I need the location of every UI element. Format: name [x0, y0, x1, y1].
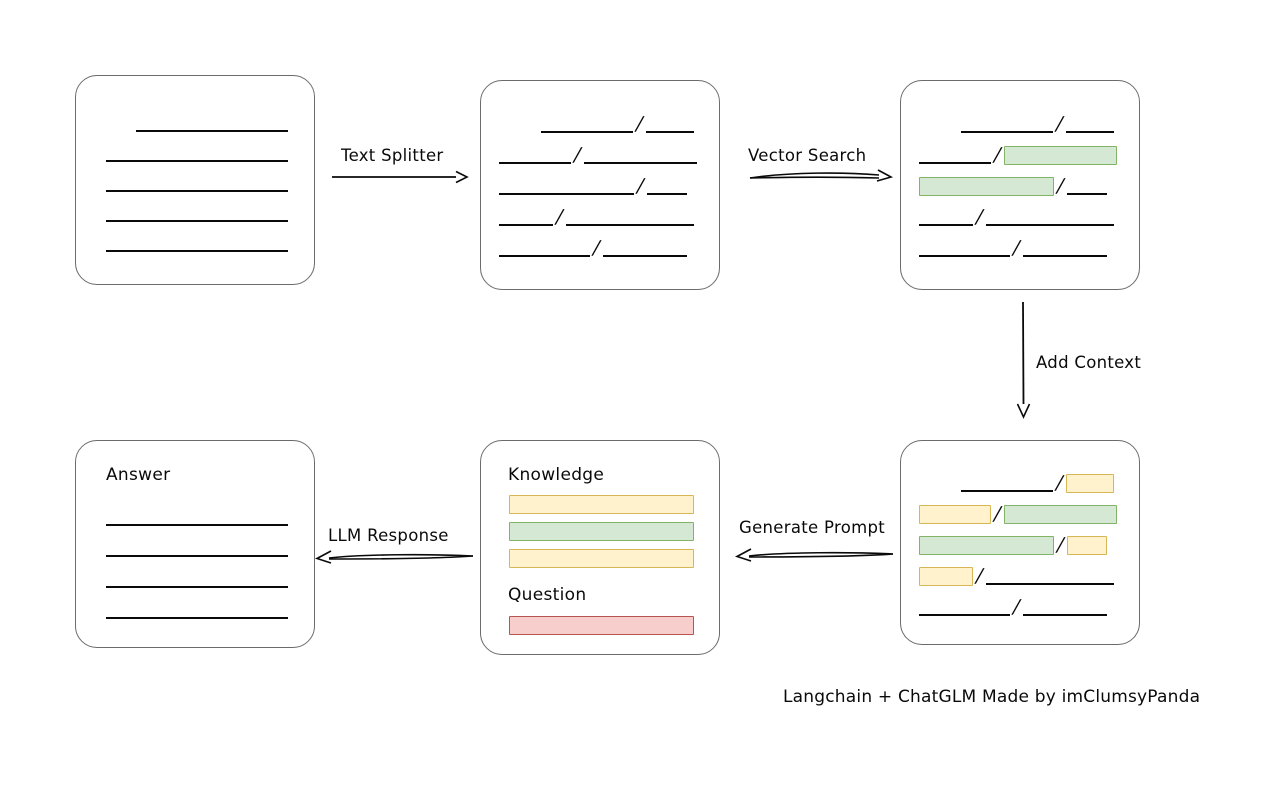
text-rule	[1067, 177, 1107, 195]
prompt-bar-yellow	[509, 495, 694, 514]
document-line: /	[919, 534, 1139, 556]
text-rule	[106, 570, 288, 588]
answer-label: Answer	[106, 465, 171, 485]
matched-chunks-box: / / / / /	[900, 80, 1140, 290]
text-rule	[106, 508, 288, 526]
text-rule	[106, 539, 288, 557]
document-line: /	[919, 565, 1139, 587]
split-chunks-box: / / / / /	[480, 80, 720, 290]
arrow-generate-prompt	[734, 548, 894, 562]
text-rule	[1023, 598, 1107, 616]
document-line: /	[919, 113, 1139, 135]
document-line: /	[499, 206, 719, 228]
text-rule	[919, 146, 991, 164]
document-line	[106, 204, 314, 222]
document-line: /	[919, 237, 1139, 259]
highlight-chip-yellow	[1067, 535, 1107, 555]
prompt-bar-yellow	[509, 549, 694, 568]
highlight-chip-green	[1004, 145, 1117, 165]
text-rule	[499, 146, 571, 164]
text-rule	[919, 208, 973, 226]
document-line	[106, 570, 314, 588]
text-rule	[986, 567, 1114, 585]
text-rule	[499, 177, 634, 195]
highlight-chip-yellow	[919, 566, 973, 586]
text-rule	[499, 208, 553, 226]
indent-spacer	[919, 474, 961, 492]
text-rule	[584, 146, 697, 164]
highlight-chip-green	[1004, 504, 1117, 524]
edge-label-text-splitter: Text Splitter	[341, 146, 444, 165]
prompt-bar-red	[509, 616, 694, 635]
document-line: /	[919, 144, 1139, 166]
document-line	[106, 508, 314, 526]
document-line: /	[919, 503, 1139, 525]
text-rule	[919, 598, 1010, 616]
edge-label-generate-prompt: Generate Prompt	[739, 518, 885, 537]
context-chunks-box: / / / / /	[900, 440, 1140, 645]
document-line	[106, 144, 314, 162]
text-rule	[106, 234, 288, 252]
document-line: /	[499, 175, 719, 197]
document-line: /	[919, 206, 1139, 228]
highlight-chip-green	[919, 176, 1054, 196]
indent-spacer	[106, 114, 136, 132]
text-rule	[136, 114, 288, 132]
text-rule	[106, 174, 288, 192]
text-rule	[1023, 239, 1107, 257]
text-rule	[499, 239, 590, 257]
text-rule	[106, 204, 288, 222]
document-line: /	[919, 175, 1139, 197]
document-line: /	[499, 237, 719, 259]
text-rule	[1066, 115, 1114, 133]
highlight-chip-yellow	[1066, 473, 1114, 493]
arrow-vector-search	[749, 169, 894, 182]
document-line	[106, 539, 314, 557]
arrow-add-context	[1016, 301, 1031, 419]
text-rule	[961, 115, 1053, 133]
document-line: /	[499, 113, 719, 135]
document-line	[106, 114, 314, 132]
source-document-box	[75, 75, 315, 285]
text-rule	[106, 144, 288, 162]
text-rule	[919, 239, 1010, 257]
indent-spacer	[919, 115, 961, 133]
text-rule	[603, 239, 687, 257]
document-line: /	[919, 472, 1139, 494]
knowledge-label: Knowledge	[508, 465, 605, 485]
text-rule	[566, 208, 694, 226]
text-rule	[647, 177, 687, 195]
document-line: /	[499, 144, 719, 166]
highlight-chip-yellow	[919, 504, 991, 524]
document-line	[106, 601, 314, 619]
text-rule	[541, 115, 633, 133]
credit-text: Langchain + ChatGLM Made by imClumsyPand…	[783, 687, 1201, 707]
arrow-llm-response	[314, 550, 474, 564]
highlight-chip-green	[919, 535, 1054, 555]
document-line	[106, 174, 314, 192]
document-line: /	[919, 596, 1139, 618]
prompt-bar-green	[509, 522, 694, 541]
prompt-box: Knowledge Question	[480, 440, 720, 655]
indent-spacer	[499, 115, 541, 133]
document-line	[106, 234, 314, 252]
edge-label-vector-search: Vector Search	[748, 146, 867, 165]
question-label: Question	[508, 585, 587, 605]
text-rule	[106, 601, 288, 619]
edge-label-add-context: Add Context	[1036, 353, 1142, 372]
arrow-text-splitter	[332, 170, 469, 184]
answer-box: Answer	[75, 440, 315, 648]
text-rule	[961, 474, 1053, 492]
text-rule	[986, 208, 1114, 226]
edge-label-llm-response: LLM Response	[328, 526, 449, 545]
text-rule	[646, 115, 694, 133]
